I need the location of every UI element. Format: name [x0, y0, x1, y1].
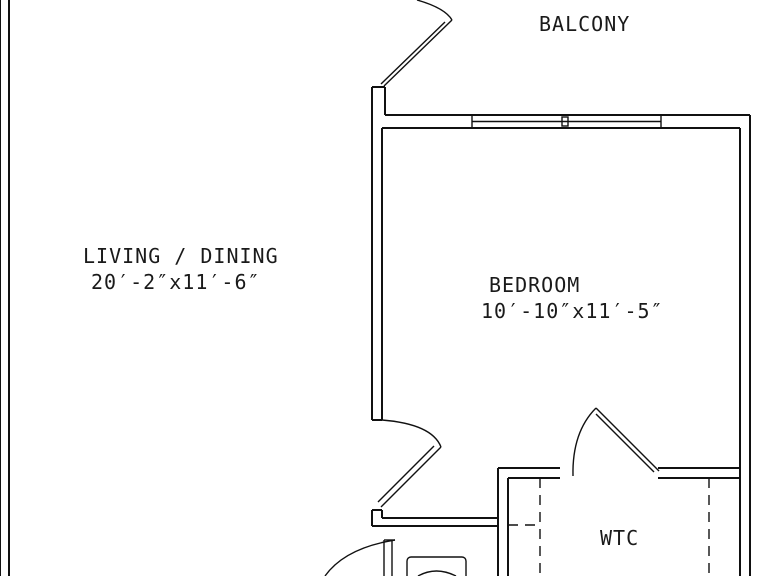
wtc-shelving — [508, 478, 710, 576]
bedroom-window — [471, 114, 662, 129]
wtc-label: WTC — [600, 526, 639, 550]
living-dining-label: LIVING / DINING — [83, 244, 279, 268]
fixture-partial — [406, 556, 467, 576]
balcony-label: BALCONY — [539, 12, 630, 36]
wtc-walls — [497, 467, 740, 576]
balcony-door — [380, 0, 453, 87]
bedroom-door — [377, 419, 442, 508]
hall-wall — [371, 509, 498, 527]
wtc-double-door — [572, 407, 660, 477]
living-dining-dimensions: 20′-2″x11′-6″ — [91, 270, 261, 294]
exterior-left-wall — [0, 0, 10, 576]
lower-door — [324, 539, 396, 576]
bedroom-dimensions: 10′-10″x11′-5″ — [481, 299, 664, 323]
bedroom-walls — [371, 86, 751, 576]
bedroom-label: BEDROOM — [489, 273, 580, 297]
